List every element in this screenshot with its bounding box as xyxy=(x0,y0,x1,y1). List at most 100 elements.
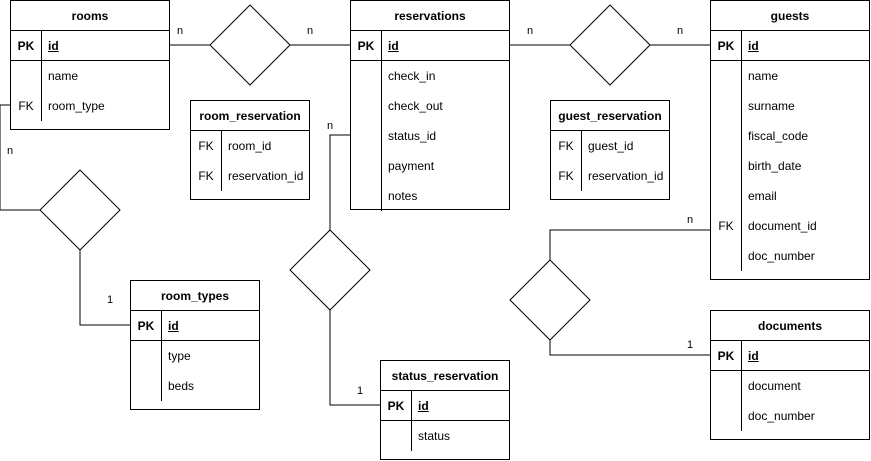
entity-title: reservations xyxy=(351,1,509,31)
field-name: status_id xyxy=(388,129,437,143)
entity-title: room_reservation xyxy=(191,101,309,131)
field-name: email xyxy=(748,189,777,203)
field-name: id xyxy=(748,38,759,53)
cardinality-label: 1 xyxy=(357,385,364,397)
cardinality-label: n xyxy=(677,25,684,37)
field-row: payment xyxy=(351,151,509,181)
entity-guest-reservation[interactable]: guest_reservation FK guest_id FK reservati… xyxy=(550,100,670,200)
relationship-diamond-document xyxy=(509,259,591,341)
field-name: type xyxy=(168,349,191,363)
primary-key-row: PK id xyxy=(11,31,169,61)
field-row: status xyxy=(381,421,509,451)
field-name: reservation_id xyxy=(228,169,304,183)
field-row: FK room_id xyxy=(191,131,309,161)
field-row: FK guest_id xyxy=(551,131,669,161)
field-name: id xyxy=(388,38,399,53)
field-name: surname xyxy=(748,99,795,113)
field-name: document xyxy=(748,379,801,393)
key-label: PK xyxy=(387,398,405,413)
field-name: beds xyxy=(168,379,195,393)
entity-title: rooms xyxy=(11,1,169,31)
field-name: doc_number xyxy=(748,249,815,263)
field-name: birth_date xyxy=(748,159,802,173)
field-row: beds xyxy=(131,371,259,401)
field-row: name xyxy=(711,61,869,91)
field-name: id xyxy=(418,398,429,413)
field-name: reservation_id xyxy=(588,169,664,183)
primary-key-row: PK id xyxy=(711,31,869,61)
key-label: FK xyxy=(718,219,734,233)
entity-guests[interactable]: guests PK id name surname fiscal_code bi… xyxy=(710,0,870,280)
field-name: room_type xyxy=(48,99,105,113)
field-name: status xyxy=(418,429,451,443)
field-name: notes xyxy=(388,189,418,203)
entity-room-reservation[interactable]: room_reservation FK room_id FK reservation… xyxy=(190,100,310,200)
entity-title: guest_reservation xyxy=(551,101,669,131)
entity-status-reservation[interactable]: status_reservation PK id status xyxy=(380,360,510,460)
key-label: PK xyxy=(17,38,35,53)
primary-key-row: PK id xyxy=(711,341,869,371)
field-name: check_out xyxy=(388,99,443,113)
field-row: check_in xyxy=(351,61,509,91)
key-label: FK xyxy=(198,169,214,183)
field-name: id xyxy=(748,348,759,363)
key-label: PK xyxy=(357,38,375,53)
cardinality-label: n xyxy=(7,145,14,157)
key-label: FK xyxy=(18,99,34,113)
entity-room-types[interactable]: room_types PK id type beds xyxy=(130,280,260,410)
field-row: birth_date xyxy=(711,151,869,181)
field-row: notes xyxy=(351,181,509,211)
field-name: room_id xyxy=(228,139,272,153)
field-row: status_id xyxy=(351,121,509,151)
relationship-diamond-room-type xyxy=(39,169,121,251)
field-row: FK reservation_id xyxy=(191,161,309,191)
field-row: FK reservation_id xyxy=(551,161,669,191)
entity-title: documents xyxy=(711,311,869,341)
key-label: FK xyxy=(558,139,574,153)
field-name: name xyxy=(748,69,779,83)
cardinality-label: 1 xyxy=(107,294,114,306)
field-row: check_out xyxy=(351,91,509,121)
cardinality-label: n xyxy=(527,25,534,37)
primary-key-row: PK id xyxy=(351,31,509,61)
field-name: name xyxy=(48,69,79,83)
field-name: guest_id xyxy=(588,139,634,153)
field-row: fiscal_code xyxy=(711,121,869,151)
key-label: FK xyxy=(198,139,214,153)
entity-title: status_reservation xyxy=(381,361,509,391)
key-label: PK xyxy=(717,38,735,53)
field-row: FK room_type xyxy=(11,91,169,121)
field-row: name xyxy=(11,61,169,91)
field-name: doc_number xyxy=(748,409,815,423)
key-label: FK xyxy=(558,169,574,183)
relationship-diamond-room-reservation xyxy=(209,4,291,86)
field-row: type xyxy=(131,341,259,371)
primary-key-row: PK id xyxy=(131,311,259,341)
field-row: surname xyxy=(711,91,869,121)
key-label: PK xyxy=(137,318,155,333)
key-label: PK xyxy=(717,348,735,363)
entity-documents[interactable]: documents PK id document doc_number xyxy=(710,310,870,440)
field-row: doc_number xyxy=(711,401,869,431)
cardinality-label: 1 xyxy=(687,339,694,351)
field-row: email xyxy=(711,181,869,211)
relationship-diamond-guest-reservation xyxy=(569,4,651,86)
field-name: payment xyxy=(388,159,435,173)
primary-key-row: PK id xyxy=(381,391,509,421)
entity-title: room_types xyxy=(131,281,259,311)
cardinality-label: n xyxy=(327,120,334,132)
entity-reservations[interactable]: reservations PK id check_in check_out st… xyxy=(350,0,510,211)
field-name: id xyxy=(48,38,59,53)
cardinality-label: n xyxy=(307,25,314,37)
field-name: document_id xyxy=(748,219,817,233)
cardinality-label: n xyxy=(177,25,184,37)
entity-rooms[interactable]: rooms PK id name FK room_type xyxy=(10,0,170,130)
field-row: FK document_id xyxy=(711,211,869,241)
relationship-diamond-status xyxy=(289,229,371,311)
field-name: fiscal_code xyxy=(748,129,809,143)
field-row: document xyxy=(711,371,869,401)
field-name: id xyxy=(168,318,179,333)
cardinality-label: n xyxy=(687,214,694,226)
field-row: doc_number xyxy=(711,241,869,271)
